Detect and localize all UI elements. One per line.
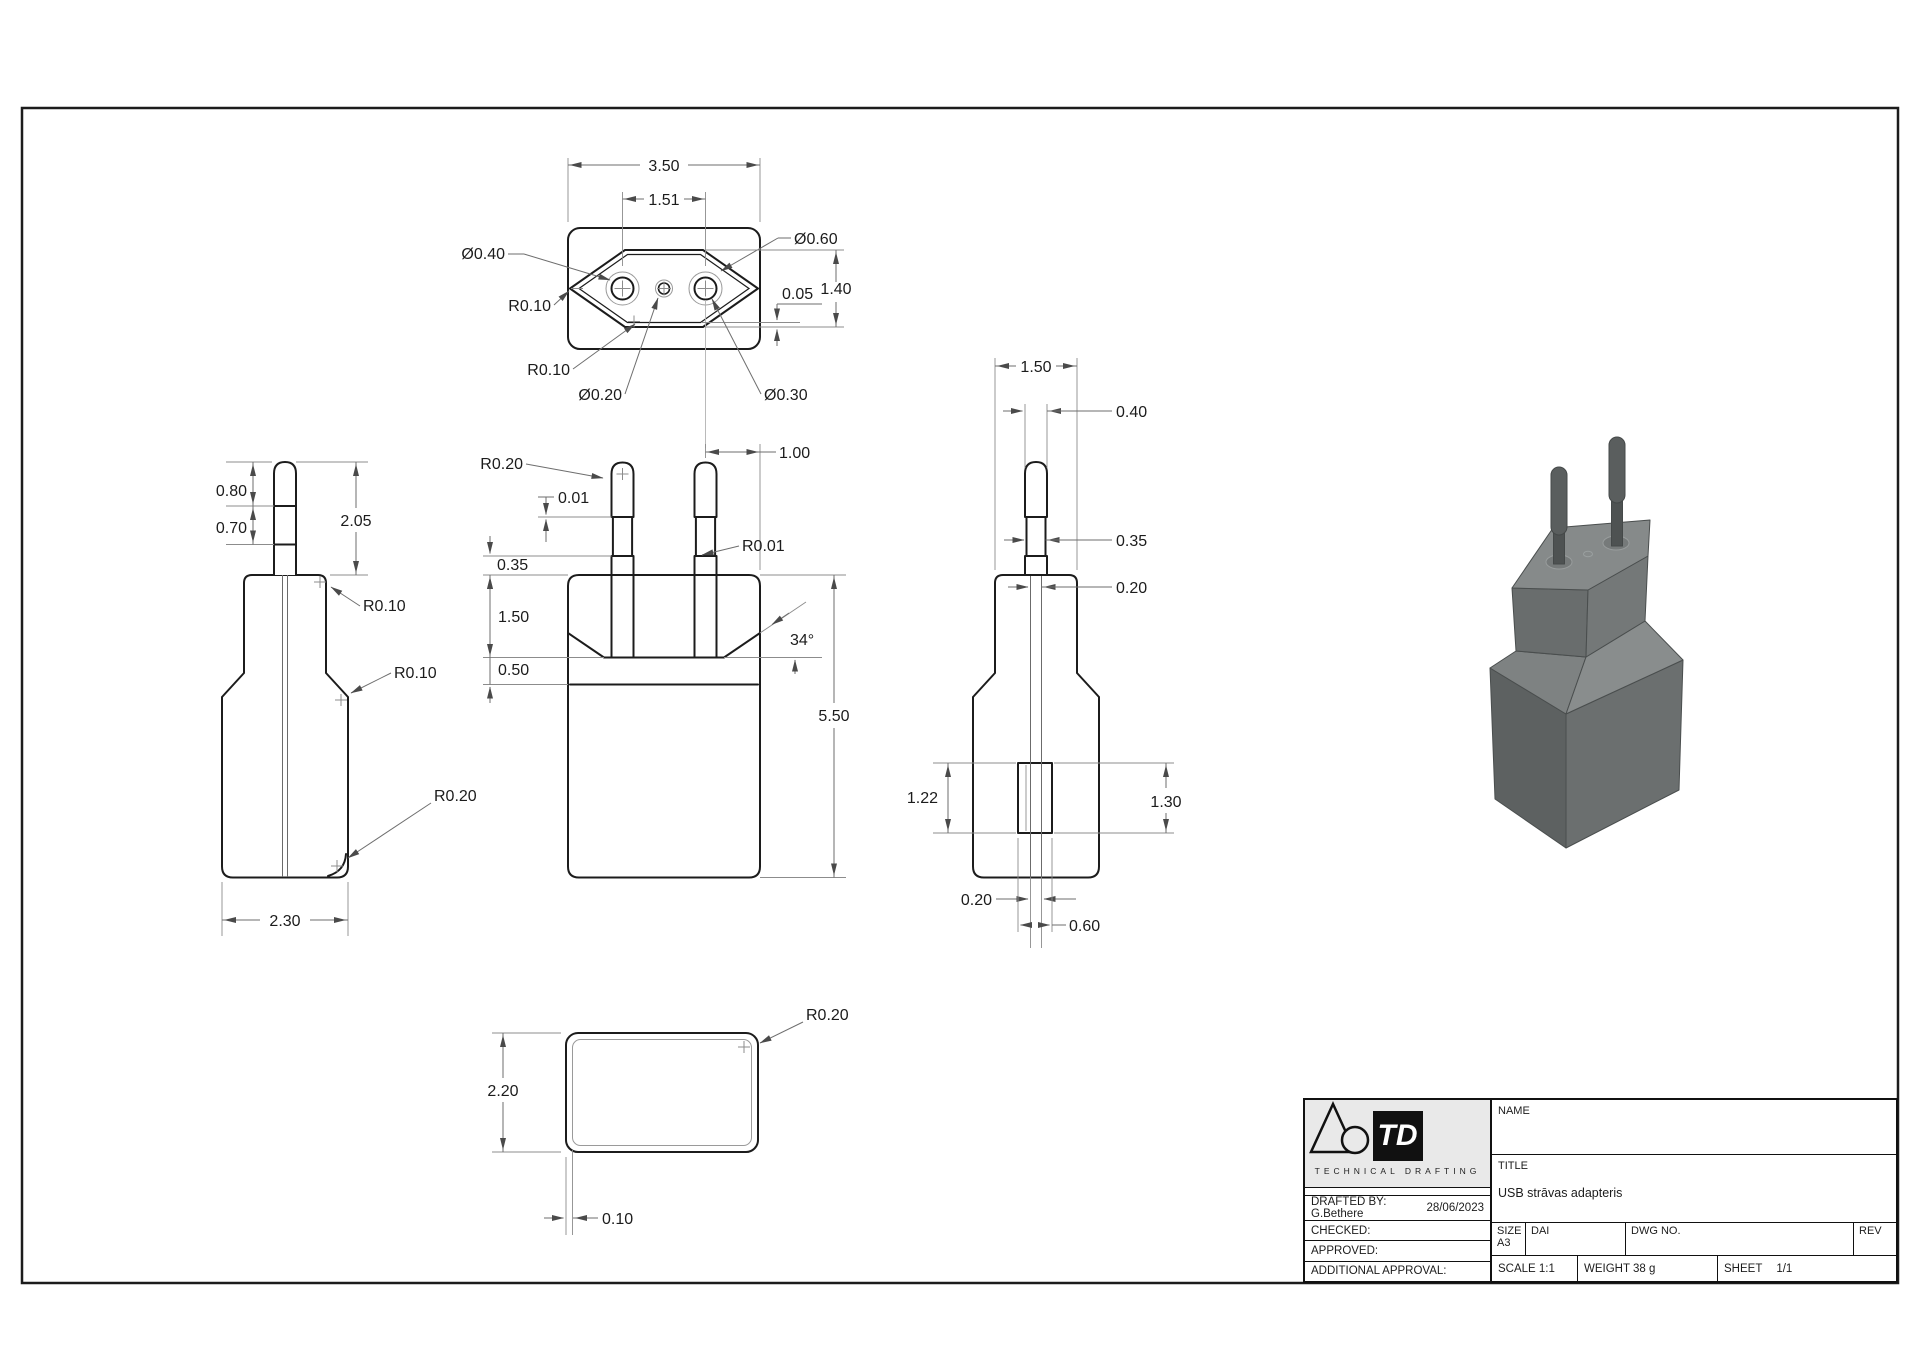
logo-initials: TD: [1377, 1119, 1418, 1152]
drafted-date: 28/06/2023: [1426, 1202, 1484, 1214]
dwg-no-cell: DWG NO.: [1626, 1222, 1854, 1256]
dim-label: 1.30: [1150, 794, 1181, 811]
size-value: A3: [1497, 1236, 1511, 1249]
title-block: TD TECHNICAL DRAFTING DRAFTED BY: G.Beth…: [1303, 1098, 1898, 1283]
dim-label: 1.50: [1020, 359, 1051, 376]
right-side-view: 1.50 0.40 0.35 0.20 1.22 1.30: [907, 358, 1182, 948]
title-cell: TITLE USB strāvas adapteris: [1492, 1155, 1896, 1223]
checked-row: CHECKED:: [1305, 1221, 1490, 1242]
border-frame: [20, 106, 1900, 1285]
dim-label: R0.20: [434, 788, 477, 805]
dim-label: 1.50: [498, 609, 529, 626]
size-row: SIZE A3 DAI DWG NO. REV: [1492, 1222, 1896, 1257]
rev-cell: REV: [1854, 1223, 1896, 1256]
dim-label: 2.20: [487, 1083, 518, 1100]
dim-label: 0.35: [1116, 533, 1147, 550]
dim-label: 0.10: [602, 1211, 633, 1228]
scale-row: SCALE 1:1 WEIGHT 38 g SHEET 1/1: [1492, 1256, 1896, 1282]
iso-head-left-face: [1511, 587, 1589, 658]
sheet-value: 1/1: [1776, 1262, 1793, 1275]
dim-label: 0.70: [216, 520, 247, 537]
approved-label: APPROVED:: [1311, 1244, 1379, 1257]
bottom-view: 2.20 R0.20 0.10: [487, 1007, 849, 1235]
dim-label: 0.20: [961, 892, 992, 909]
dim-label: 2.30: [269, 913, 300, 930]
dim-label: 0.80: [216, 483, 247, 500]
dwg-no-label: DWG NO.: [1631, 1224, 1681, 1237]
dim-label: 2.05: [340, 513, 371, 530]
isometric-view: [1489, 436, 1684, 849]
scale-cell: SCALE 1:1: [1492, 1256, 1578, 1282]
dim-label: R0.10: [394, 665, 437, 682]
dim-label: R0.20: [480, 456, 523, 473]
dim-label: R0.01: [742, 538, 785, 555]
spacer-strip: [1305, 1188, 1490, 1196]
dim-label: 1.40: [820, 281, 851, 298]
dim-label: 0.20: [1116, 580, 1147, 597]
dim-label: 0.50: [498, 662, 529, 679]
dim-label: 0.40: [1116, 404, 1147, 421]
weight-cell: WEIGHT 38 g: [1578, 1256, 1718, 1282]
dim-label: 0.01: [558, 490, 589, 507]
name-label: NAME: [1498, 1105, 1530, 1117]
dim-label: 0.60: [1069, 918, 1100, 935]
title-block-left-column: TD TECHNICAL DRAFTING DRAFTED BY: G.Beth…: [1305, 1100, 1492, 1281]
sheet-label: SHEET: [1724, 1262, 1763, 1275]
name-cell: NAME: [1492, 1100, 1896, 1156]
title-block-right-column: NAME TITLE USB strāvas adapteris SIZE A3…: [1492, 1100, 1896, 1282]
dai-label: DAI: [1531, 1224, 1550, 1237]
company-logo: TD TECHNICAL DRAFTING: [1305, 1100, 1490, 1188]
additional-approval-label: ADDITIONAL APPROVAL:: [1311, 1265, 1447, 1278]
title-label: TITLE: [1498, 1160, 1528, 1173]
dim-label: 1.51: [648, 192, 679, 209]
checked-label: CHECKED:: [1311, 1224, 1371, 1237]
logo-subtitle: TECHNICAL DRAFTING: [1314, 1166, 1481, 1176]
top-view: 3.50 1.51 Ø0.60 Ø0.40 R0.10 1.40 0.05: [461, 158, 852, 448]
dim-label: 0.05: [782, 286, 813, 303]
dim-label: 3.50: [648, 158, 679, 175]
rev-label: REV: [1859, 1224, 1882, 1237]
dim-label: Ø0.20: [578, 387, 622, 404]
dim-label: Ø0.30: [764, 387, 808, 404]
dim-label: 0.35: [497, 557, 528, 574]
front-view: R0.20 0.01 1.00 R0.01 0.35 1.50 0.50: [480, 444, 850, 879]
dim-label: 34°: [790, 632, 814, 649]
iso-pin-right-shank: [1611, 497, 1623, 547]
size-cell: SIZE A3: [1492, 1222, 1526, 1256]
dim-label: R0.10: [527, 362, 570, 379]
dim-label: Ø0.60: [794, 231, 838, 248]
dim-label: 1.00: [779, 445, 810, 462]
approved-row: APPROVED:: [1305, 1241, 1490, 1262]
dim-label: R0.10: [363, 598, 406, 615]
left-side-view: 0.80 0.70 2.05 R0.10 R0.10 R0.20 2.30: [216, 461, 477, 936]
iso-pin-left: [1550, 466, 1568, 536]
logo-td-mark: TD: [1372, 1111, 1423, 1161]
dim-label: R0.10: [508, 298, 551, 315]
iso-pin-right: [1608, 436, 1626, 504]
dim-label: R0.20: [806, 1007, 849, 1024]
dim-label: 5.50: [818, 708, 849, 725]
dim-label: Ø0.40: [461, 246, 505, 263]
dim-label: 1.22: [907, 790, 938, 807]
drafted-by-label: DRAFTED BY: G.Bethere: [1311, 1196, 1387, 1220]
size-label: SIZE: [1497, 1224, 1522, 1237]
sheet-cell: SHEET 1/1: [1718, 1256, 1896, 1281]
drawing-title: USB strāvas adapteris: [1498, 1186, 1623, 1201]
logo-triangle-circle-icon: [1309, 1100, 1370, 1155]
dai-cell: DAI: [1526, 1222, 1626, 1256]
additional-approval-row: ADDITIONAL APPROVAL:: [1305, 1262, 1490, 1281]
drafted-by-row: DRAFTED BY: G.Bethere 28/06/2023: [1305, 1196, 1490, 1221]
